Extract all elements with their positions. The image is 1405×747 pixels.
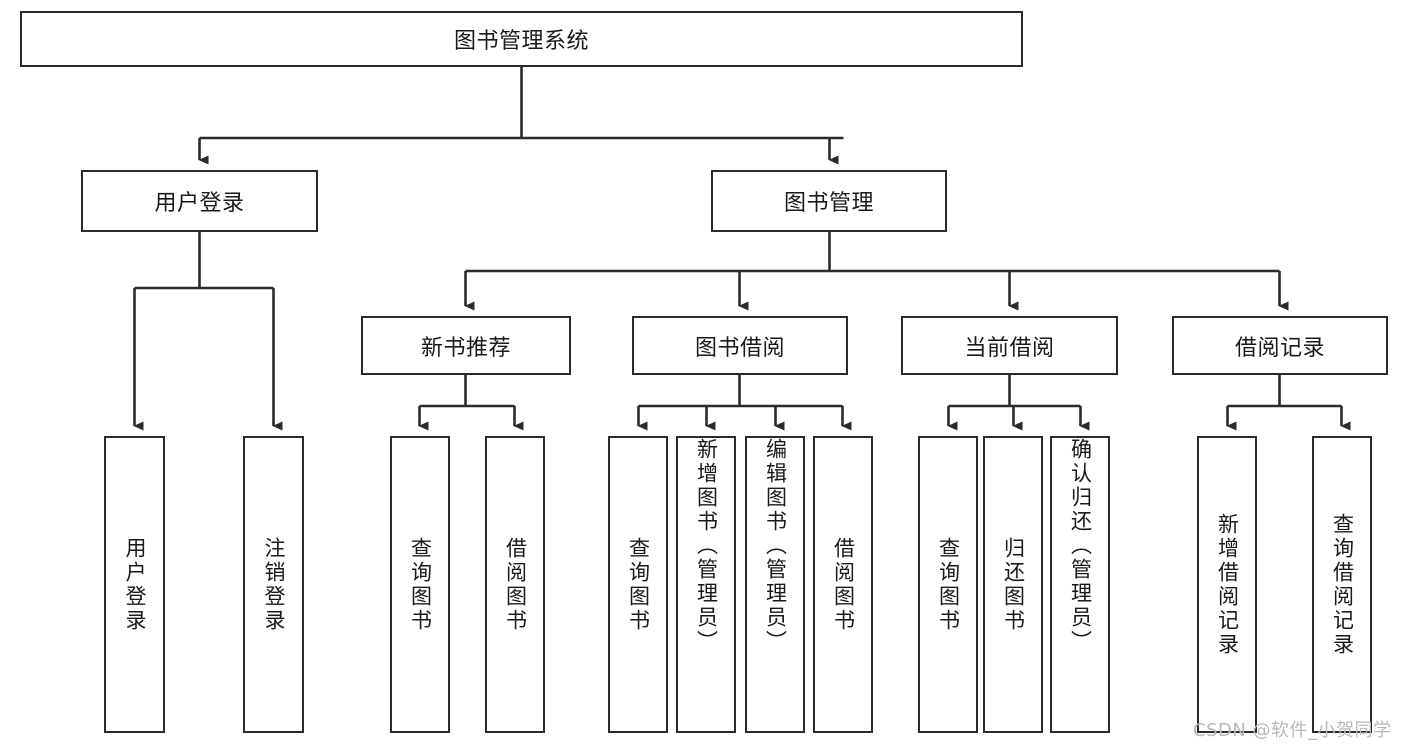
node-user-login-label: 用户登录: [154, 191, 245, 216]
csdn-watermark-text: CSDN @软件_小贺同学: [1193, 720, 1392, 741]
leaf-query-borrow-record[interactable]: 查询借阅记录: [1312, 436, 1372, 733]
node-book-borrow[interactable]: 图书借阅: [632, 316, 848, 375]
leaf-return-book[interactable]: 归还图书: [983, 436, 1043, 733]
leaf-query-book-borrow-label: 查询图书: [626, 536, 651, 633]
node-borrow-record[interactable]: 借阅记录: [1172, 316, 1388, 375]
leaf-user-login-label: 用户登录: [123, 536, 147, 633]
leaf-logout[interactable]: 注销登录: [243, 436, 304, 733]
node-new-book-recommend-label: 新书推荐: [420, 335, 511, 361]
leaf-return-book-label: 归还图书: [1001, 536, 1026, 633]
node-new-book-recommend[interactable]: 新书推荐: [361, 316, 571, 375]
csdn-watermark: CSDN @软件_小贺同学: [1193, 716, 1392, 742]
node-book-manage[interactable]: 图书管理: [711, 170, 947, 232]
leaf-borrow-book[interactable]: 借阅图书: [813, 436, 873, 733]
leaf-query-book-rec[interactable]: 查询图书: [390, 436, 450, 733]
leaf-logout-label: 注销登录: [262, 536, 286, 633]
node-current-borrow-label: 当前借阅: [964, 335, 1055, 361]
leaf-edit-book-admin-label: 编辑图书（管理员）: [763, 438, 788, 654]
node-current-borrow[interactable]: 当前借阅: [901, 316, 1118, 375]
node-root-label: 图书管理系统: [453, 29, 589, 54]
leaf-add-book-admin-label: 新增图书（管理员）: [694, 438, 719, 654]
node-user-login[interactable]: 用户登录: [81, 170, 318, 232]
leaf-query-book-current-label: 查询图书: [936, 536, 961, 633]
leaf-add-book-admin[interactable]: 新增图书（管理员）: [676, 436, 736, 733]
leaf-user-login[interactable]: 用户登录: [104, 436, 165, 733]
leaf-confirm-return-admin[interactable]: 确认归还（管理员）: [1050, 436, 1110, 733]
node-borrow-record-label: 借阅记录: [1234, 335, 1325, 361]
leaf-borrow-book-label: 借阅图书: [831, 536, 856, 633]
node-book-manage-label: 图书管理: [783, 191, 874, 216]
leaf-query-book-borrow[interactable]: 查询图书: [608, 436, 668, 733]
leaf-edit-book-admin[interactable]: 编辑图书（管理员）: [745, 436, 805, 733]
leaf-query-book-current[interactable]: 查询图书: [918, 436, 978, 733]
node-root[interactable]: 图书管理系统: [20, 11, 1023, 67]
node-book-borrow-label: 图书借阅: [694, 335, 785, 361]
leaf-add-borrow-record-label: 新增借阅记录: [1215, 512, 1240, 657]
leaf-confirm-return-admin-label: 确认归还（管理员）: [1068, 438, 1093, 654]
leaf-query-book-rec-label: 查询图书: [408, 536, 433, 633]
leaf-query-borrow-record-label: 查询借阅记录: [1330, 512, 1355, 657]
leaf-borrow-book-rec-label: 借阅图书: [503, 536, 528, 633]
leaf-add-borrow-record[interactable]: 新增借阅记录: [1197, 436, 1257, 733]
leaf-borrow-book-rec[interactable]: 借阅图书: [485, 436, 545, 733]
